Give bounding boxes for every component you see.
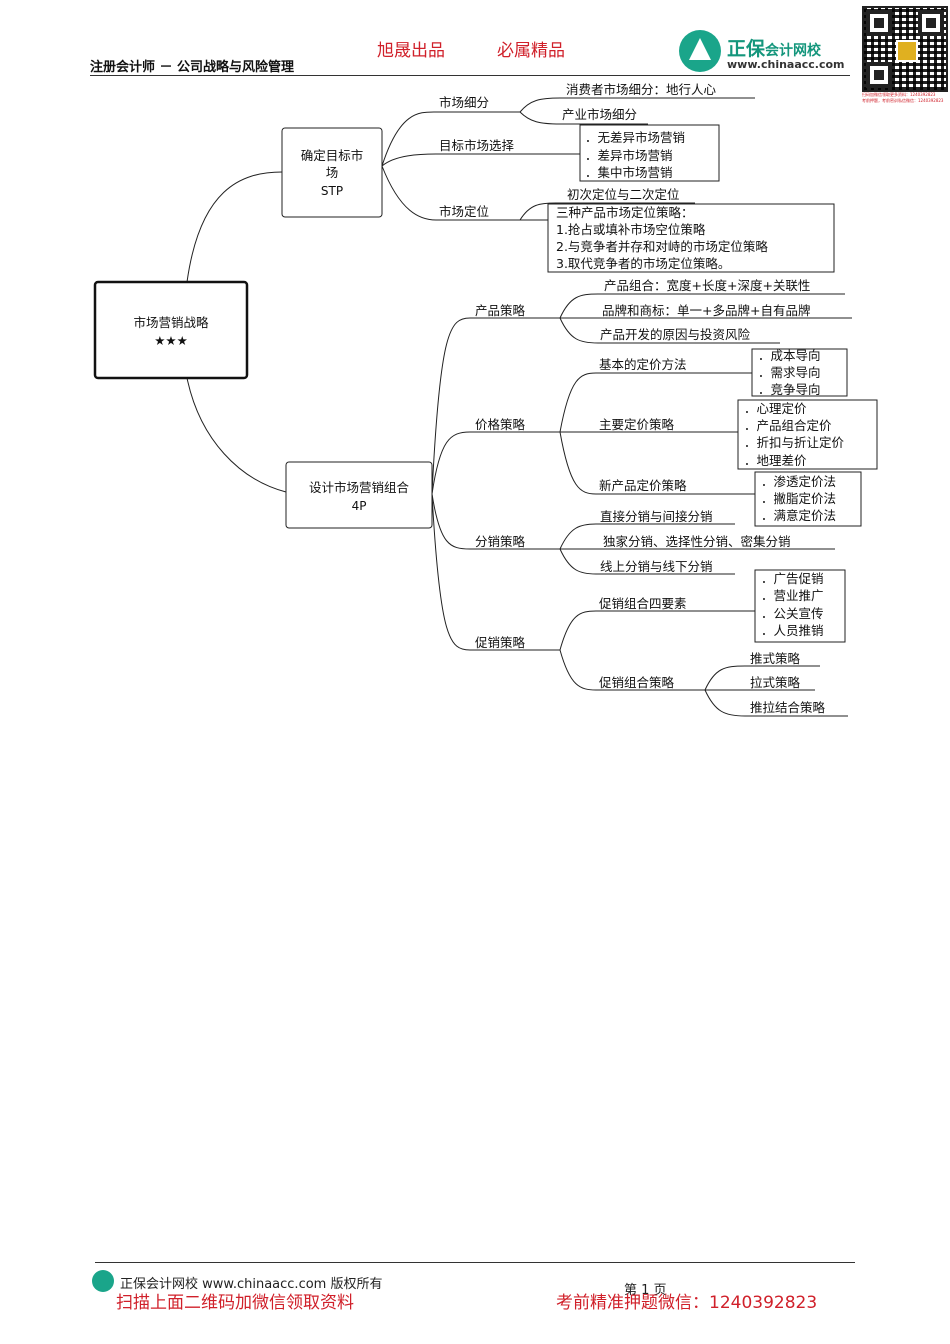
new-product-pricing-label: 新产品定价策略 — [599, 478, 687, 493]
root-node-label: 市场营销战略 — [133, 315, 209, 330]
product-mix-item: 产品组合：宽度+长度+深度+关联性 — [604, 278, 810, 293]
footer-logo-icon — [92, 1270, 114, 1292]
qr-caption: 扫码加微信领取更多资料：1240392823 考前押题，考前密训私信微信：124… — [862, 92, 943, 104]
promo-mix-label: 促销组合策略 — [599, 675, 675, 690]
price-strategy-label: 价格策略 — [475, 417, 526, 432]
logo-sub-text: 会计网校 — [765, 43, 822, 59]
footer-divider — [95, 1262, 855, 1263]
mix-node-box — [285, 461, 433, 529]
targeting-option-3: ．集中市场营销 — [585, 165, 673, 180]
distribution-item-3: 线上分销与线下分销 — [600, 559, 713, 574]
positioning-box-line-1: 三种产品市场定位策略： — [556, 205, 694, 220]
logo-url: www.chinaacc.com — [727, 58, 845, 71]
positioning-initial: 初次定位与二次定位 — [567, 187, 680, 202]
target-options-box — [579, 124, 720, 182]
slogan-left: 旭晟出品 — [377, 41, 445, 61]
promo-element-2: ．营业推广 — [761, 588, 824, 603]
distribution-strategy-label: 分销策略 — [475, 534, 526, 549]
basic-pricing-box — [751, 348, 848, 397]
qr-code-icon — [862, 6, 948, 92]
targeting-label: 目标市场选择 — [439, 138, 515, 153]
targeting-option-1: ．无差异市场营销 — [585, 130, 685, 145]
targeting-option-2: ．差异市场营销 — [585, 148, 673, 163]
footer-page-number: 第 1 页 — [624, 1283, 667, 1298]
main-pricing-item-1: ．心理定价 — [744, 401, 807, 416]
positioning-box-line-4: 3.取代竞争者的市场定位策略。 — [556, 256, 730, 271]
positioning-label: 市场定位 — [439, 204, 489, 219]
mindmap-connectors — [186, 97, 852, 717]
new-product-pricing-item-3: ．满意定价法 — [761, 508, 836, 523]
promo-mix-push: 推式策略 — [750, 651, 801, 666]
footer-promo-left: 扫描上面二维码加微信领取资料 — [116, 1293, 354, 1313]
stp-node-line-2: 场 — [326, 165, 339, 180]
basic-pricing-label: 基本的定价方法 — [599, 357, 687, 372]
qr-caption-line-2: 考前押题，考前密训私信微信：1240392823 — [862, 98, 944, 103]
product-development-item: 产品开发的原因与投资风险 — [600, 327, 751, 342]
segmentation-consumer: 消费者市场细分：地行人心 — [566, 82, 717, 97]
distribution-item-1: 直接分销与间接分销 — [600, 509, 713, 524]
promo-mix-push-pull: 推拉结合策略 — [750, 700, 826, 715]
footer-copyright: 正保会计网校 www.chinaacc.com 版权所有 — [120, 1277, 383, 1292]
stp-node-line-3: STP — [321, 184, 343, 198]
main-pricing-item-3: ．折扣与折让定价 — [744, 435, 845, 450]
promo-elements-box — [754, 569, 846, 643]
mix-node-line-1: 设计市场营销组合 — [309, 480, 410, 495]
distribution-item-2: 独家分销、选择性分销、密集分销 — [603, 534, 791, 549]
new-product-pricing-item-2: ．撇脂定价法 — [761, 491, 836, 506]
promo-element-1: ．广告促销 — [761, 571, 824, 586]
logo-main-text: 正保 — [727, 38, 766, 60]
root-node-stars: ★★★ — [154, 333, 188, 348]
basic-pricing-item-2: ．需求导向 — [758, 365, 821, 380]
slogan-right: 必属精品 — [497, 41, 565, 61]
product-brand-item: 品牌和商标：单一+多品牌+自有品牌 — [602, 303, 810, 318]
basic-pricing-item-3: ．竞争导向 — [758, 382, 821, 397]
new-product-pricing-box — [754, 471, 862, 527]
promo-element-3: ．公关宣传 — [761, 606, 824, 621]
promo-element-4: ．人员推销 — [761, 623, 824, 638]
new-product-pricing-item-1: ．渗透定价法 — [761, 474, 836, 489]
positioning-box-line-2: 1.抢占或填补市场空位策略 — [556, 222, 706, 237]
document-subject: 注册会计师 － 公司战略与风险管理 — [90, 60, 295, 75]
header-divider — [90, 75, 850, 76]
qr-caption-line-1: 扫码加微信领取更多资料：1240392823 — [862, 92, 936, 97]
stp-node-box — [281, 127, 383, 218]
main-pricing-box — [737, 399, 878, 470]
root-node-box — [93, 280, 249, 380]
promo-mix-pull: 拉式策略 — [750, 675, 801, 690]
mix-node-line-2: 4P — [352, 499, 367, 513]
promo-elements-label: 促销组合四要素 — [599, 596, 687, 611]
footer-promo-right: 考前精准押题微信：1240392823 — [556, 1293, 818, 1313]
main-pricing-item-2: ．产品组合定价 — [744, 418, 832, 433]
segmentation-industrial: 产业市场细分 — [562, 107, 637, 122]
chinaacc-logo-icon — [679, 30, 721, 72]
basic-pricing-item-1: ．成本导向 — [758, 348, 821, 363]
stp-node-line-1: 确定目标市 — [301, 148, 364, 163]
product-strategy-label: 产品策略 — [475, 303, 526, 318]
main-pricing-item-4: ．地理差价 — [744, 453, 807, 468]
promotion-strategy-label: 促销策略 — [475, 635, 526, 650]
position-strategy-box — [547, 203, 835, 273]
main-pricing-label: 主要定价策略 — [599, 417, 675, 432]
segmentation-label: 市场细分 — [439, 95, 489, 110]
logo-brand: 正保会计网校 — [727, 34, 821, 61]
positioning-box-line-3: 2.与竞争者并存和对峙的市场定位策略 — [556, 239, 768, 254]
